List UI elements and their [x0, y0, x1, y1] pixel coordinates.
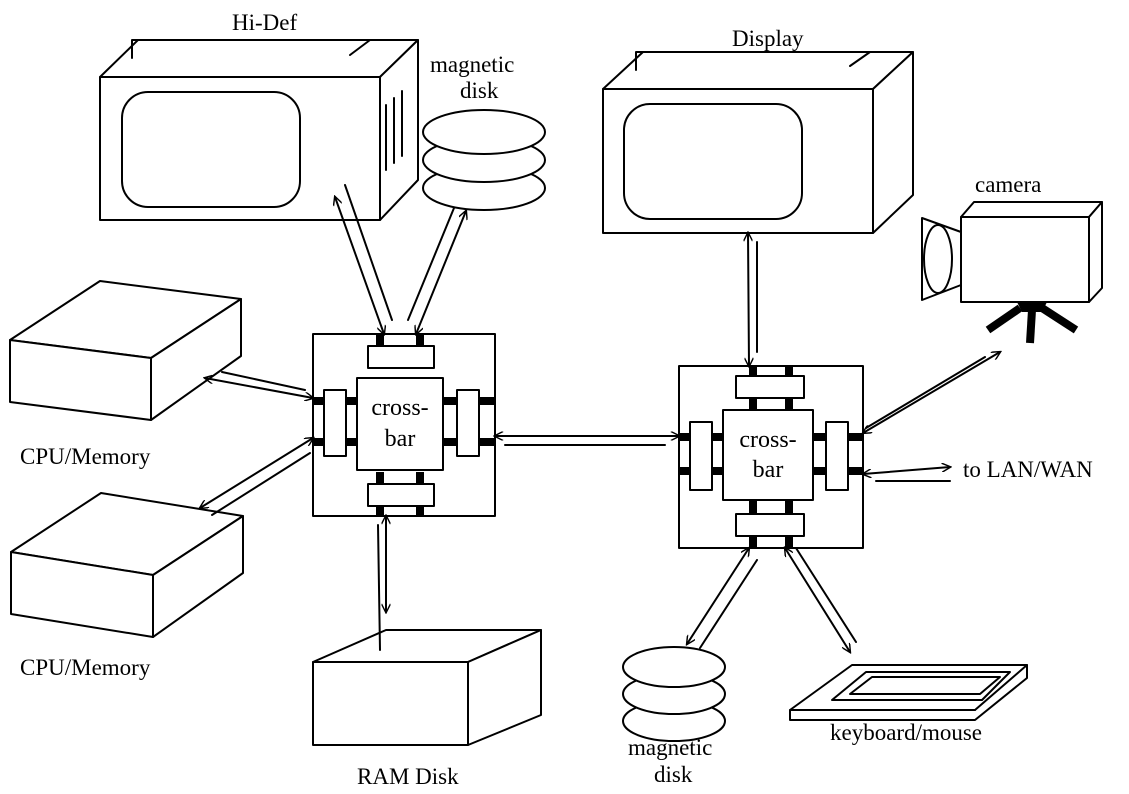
arrow-display-crossbar2 [748, 233, 758, 366]
arrow-cpu2-crossbar1 [200, 438, 313, 516]
arrow-crossbar1-crossbar2 [495, 436, 679, 446]
display-label: Display [732, 26, 804, 51]
ram-disk-label: RAM Disk [357, 764, 459, 789]
arrow-cpu1-crossbar1 [205, 371, 313, 398]
keyboard-mouse-label: keyboard/mouse [830, 720, 982, 745]
magnetic-disk-bottom-label-line2: disk [654, 762, 693, 787]
arrow-crossbar2-magdisk-bottom [687, 548, 758, 649]
hidef-label: Hi-Def [232, 10, 297, 35]
keyboard-mouse-icon [789, 664, 1028, 721]
cpu-memory-label-1: CPU/Memory [20, 444, 151, 469]
display-monitor-icon [602, 51, 914, 234]
magnetic-disk-bottom-icon [622, 646, 726, 742]
cpu-memory-box-1-icon [9, 280, 242, 421]
crossbar-1-label-line2: bar [385, 426, 416, 452]
cpu-memory-box-2-icon [10, 492, 244, 638]
camera-icon [921, 201, 1103, 344]
connection-arrows [200, 184, 1000, 652]
magnetic-disk-top-label-line2: disk [460, 78, 499, 103]
arrow-hidef-crossbar1 [335, 184, 393, 334]
arrow-crossbar2-keyboard [785, 548, 857, 652]
crossbar-1-label-line1: cross- [371, 395, 428, 421]
cpu-memory-label-2: CPU/Memory [20, 655, 151, 680]
arrow-crossbar2-lanwan [863, 467, 950, 482]
crossbar-2-label-line2: bar [753, 457, 784, 483]
crossbar-2-label-line1: cross- [739, 427, 796, 453]
lan-wan-label: to LAN/WAN [963, 457, 1093, 482]
ram-disk-box-icon [312, 629, 542, 746]
magnetic-disk-top-icon [422, 109, 546, 211]
arrow-magdisk-top-crossbar1 [407, 207, 466, 334]
arrow-crossbar1-ramdisk [377, 516, 386, 651]
arrow-camera-crossbar2 [863, 352, 1000, 433]
magnetic-disk-top-label-line1: magnetic [430, 52, 514, 77]
crossbar-switch-2 [678, 365, 864, 549]
magnetic-disk-bottom-label-line1: magnetic [628, 735, 712, 760]
crossbar-switch-1 [312, 333, 496, 517]
camera-label: camera [975, 172, 1041, 197]
hidef-monitor-icon [99, 39, 419, 221]
